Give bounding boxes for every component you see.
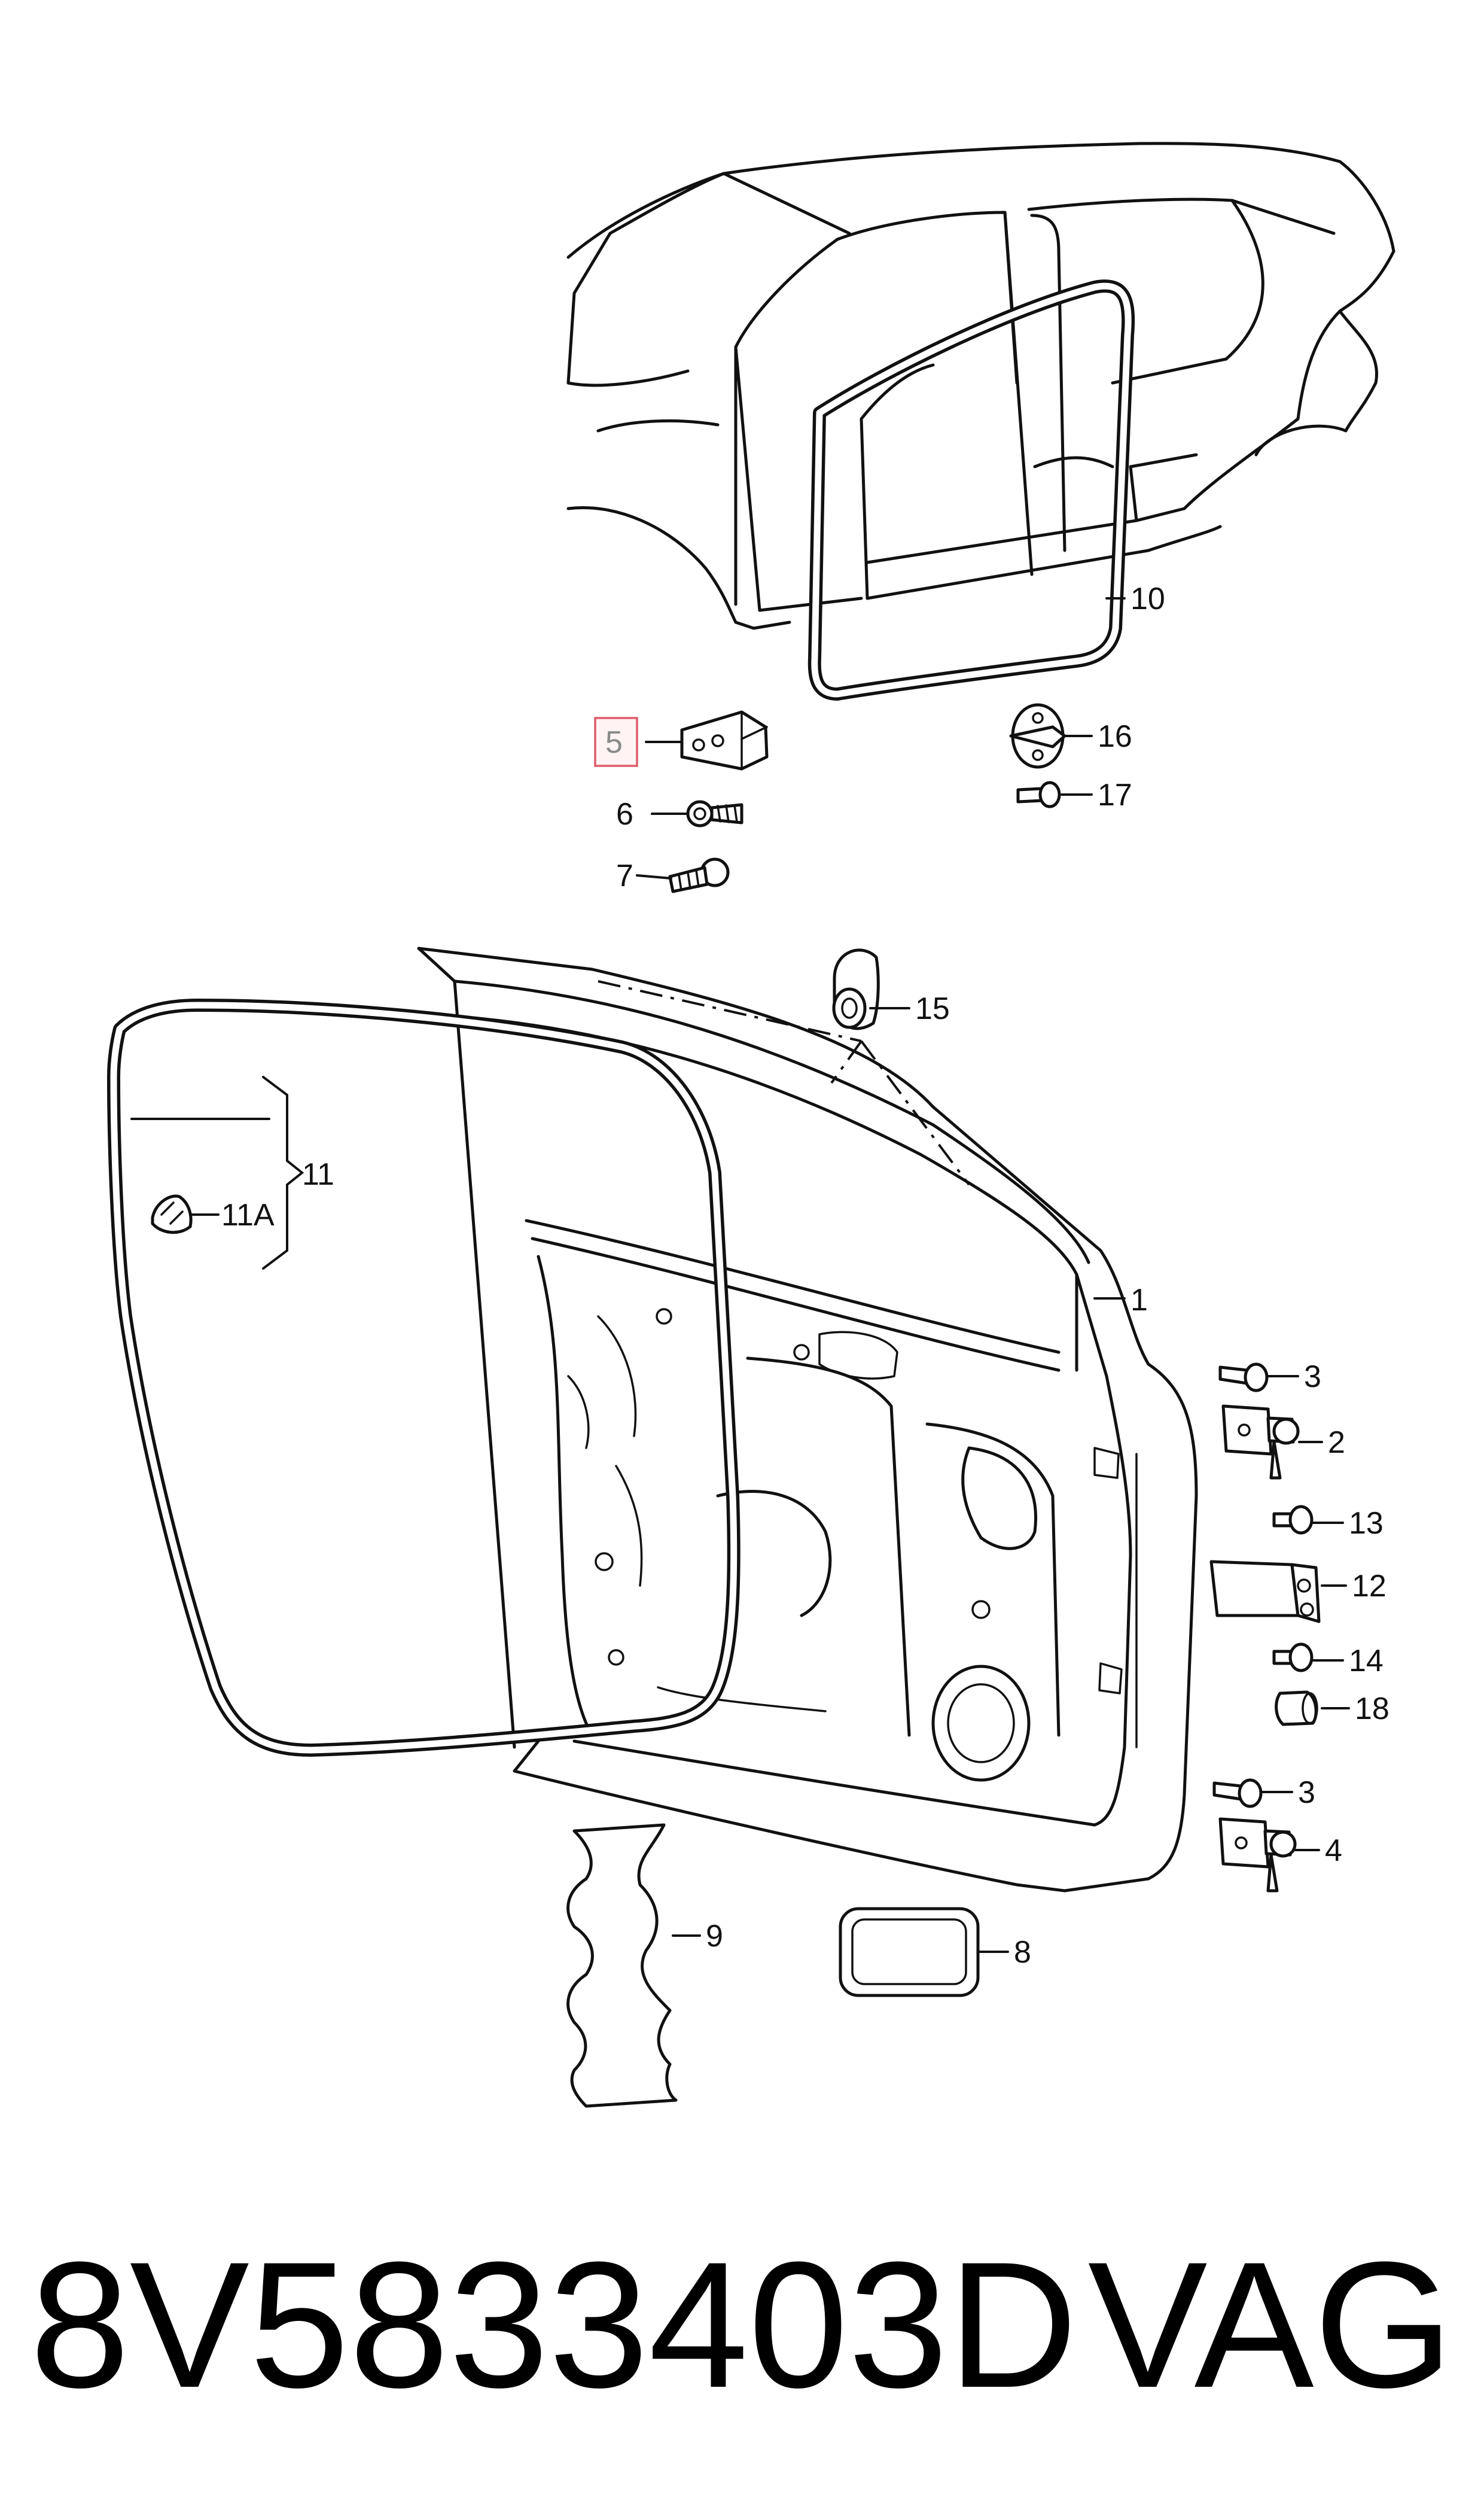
screw-part-17 bbox=[1016, 781, 1061, 808]
bracket-part-5 bbox=[680, 710, 769, 771]
door-opening-seal bbox=[807, 279, 1135, 701]
cap-part-18 bbox=[1275, 1690, 1318, 1726]
footer-caption: 8V5833403D VAG bbox=[30, 2226, 1453, 2423]
callout-15: 15 bbox=[915, 991, 950, 1026]
screw-upper-part-3 bbox=[1218, 1362, 1269, 1392]
clip-part-11a bbox=[151, 1194, 193, 1234]
car-body-outline bbox=[566, 142, 1395, 630]
callout-labels: 1 2 3 3 4 5 6 7 8 9 10 11 11A 12 13 14 1… bbox=[221, 582, 1389, 1970]
bolt-part-6 bbox=[686, 800, 743, 828]
hinge-lower-part-4 bbox=[1218, 1817, 1297, 1893]
tape-roll-part-15 bbox=[832, 948, 880, 1030]
callout-3-lower: 3 bbox=[1298, 1775, 1315, 1810]
reference-lines bbox=[598, 980, 970, 1186]
callout-4: 4 bbox=[1325, 1833, 1342, 1868]
callout-18: 18 bbox=[1355, 1691, 1389, 1726]
hinge-upper-part-2 bbox=[1221, 1404, 1300, 1480]
callout-5-highlight bbox=[594, 717, 638, 767]
callout-9: 9 bbox=[706, 1919, 723, 1954]
callout-17: 17 bbox=[1098, 778, 1132, 813]
callout-11: 11 bbox=[302, 1157, 334, 1192]
screw-lower-part-3 bbox=[1212, 1778, 1263, 1808]
brand-name: VAG bbox=[1087, 2224, 1453, 2425]
callout-2: 2 bbox=[1328, 1425, 1345, 1460]
bolt-part-14 bbox=[1272, 1642, 1314, 1672]
callout-6: 6 bbox=[616, 797, 633, 832]
leader-lines bbox=[130, 597, 1350, 1953]
callout-14: 14 bbox=[1349, 1644, 1384, 1678]
callout-5: 5 bbox=[605, 725, 623, 760]
striker-part-16 bbox=[1009, 703, 1066, 769]
soundproofing-part-9 bbox=[566, 1823, 678, 2108]
door-shell bbox=[417, 947, 1198, 1893]
callout-12: 12 bbox=[1352, 1569, 1387, 1604]
bolt-part-7 bbox=[668, 857, 730, 893]
part-number: 8V5833403D bbox=[30, 2224, 1078, 2425]
callout-11a: 11A bbox=[221, 1198, 275, 1233]
callout-16: 16 bbox=[1098, 719, 1132, 754]
callout-13: 13 bbox=[1349, 1506, 1384, 1541]
bolt-part-13 bbox=[1272, 1505, 1314, 1535]
callout-10: 10 bbox=[1130, 582, 1165, 616]
callout-7: 7 bbox=[616, 859, 633, 893]
callout-1: 1 bbox=[1130, 1283, 1148, 1318]
callout-3-upper: 3 bbox=[1304, 1359, 1321, 1394]
door-check-part-12 bbox=[1209, 1560, 1321, 1623]
window-seal-part-11 bbox=[107, 999, 741, 1757]
callout-8: 8 bbox=[1014, 1935, 1031, 1970]
grommet-part-8 bbox=[839, 1907, 980, 1997]
